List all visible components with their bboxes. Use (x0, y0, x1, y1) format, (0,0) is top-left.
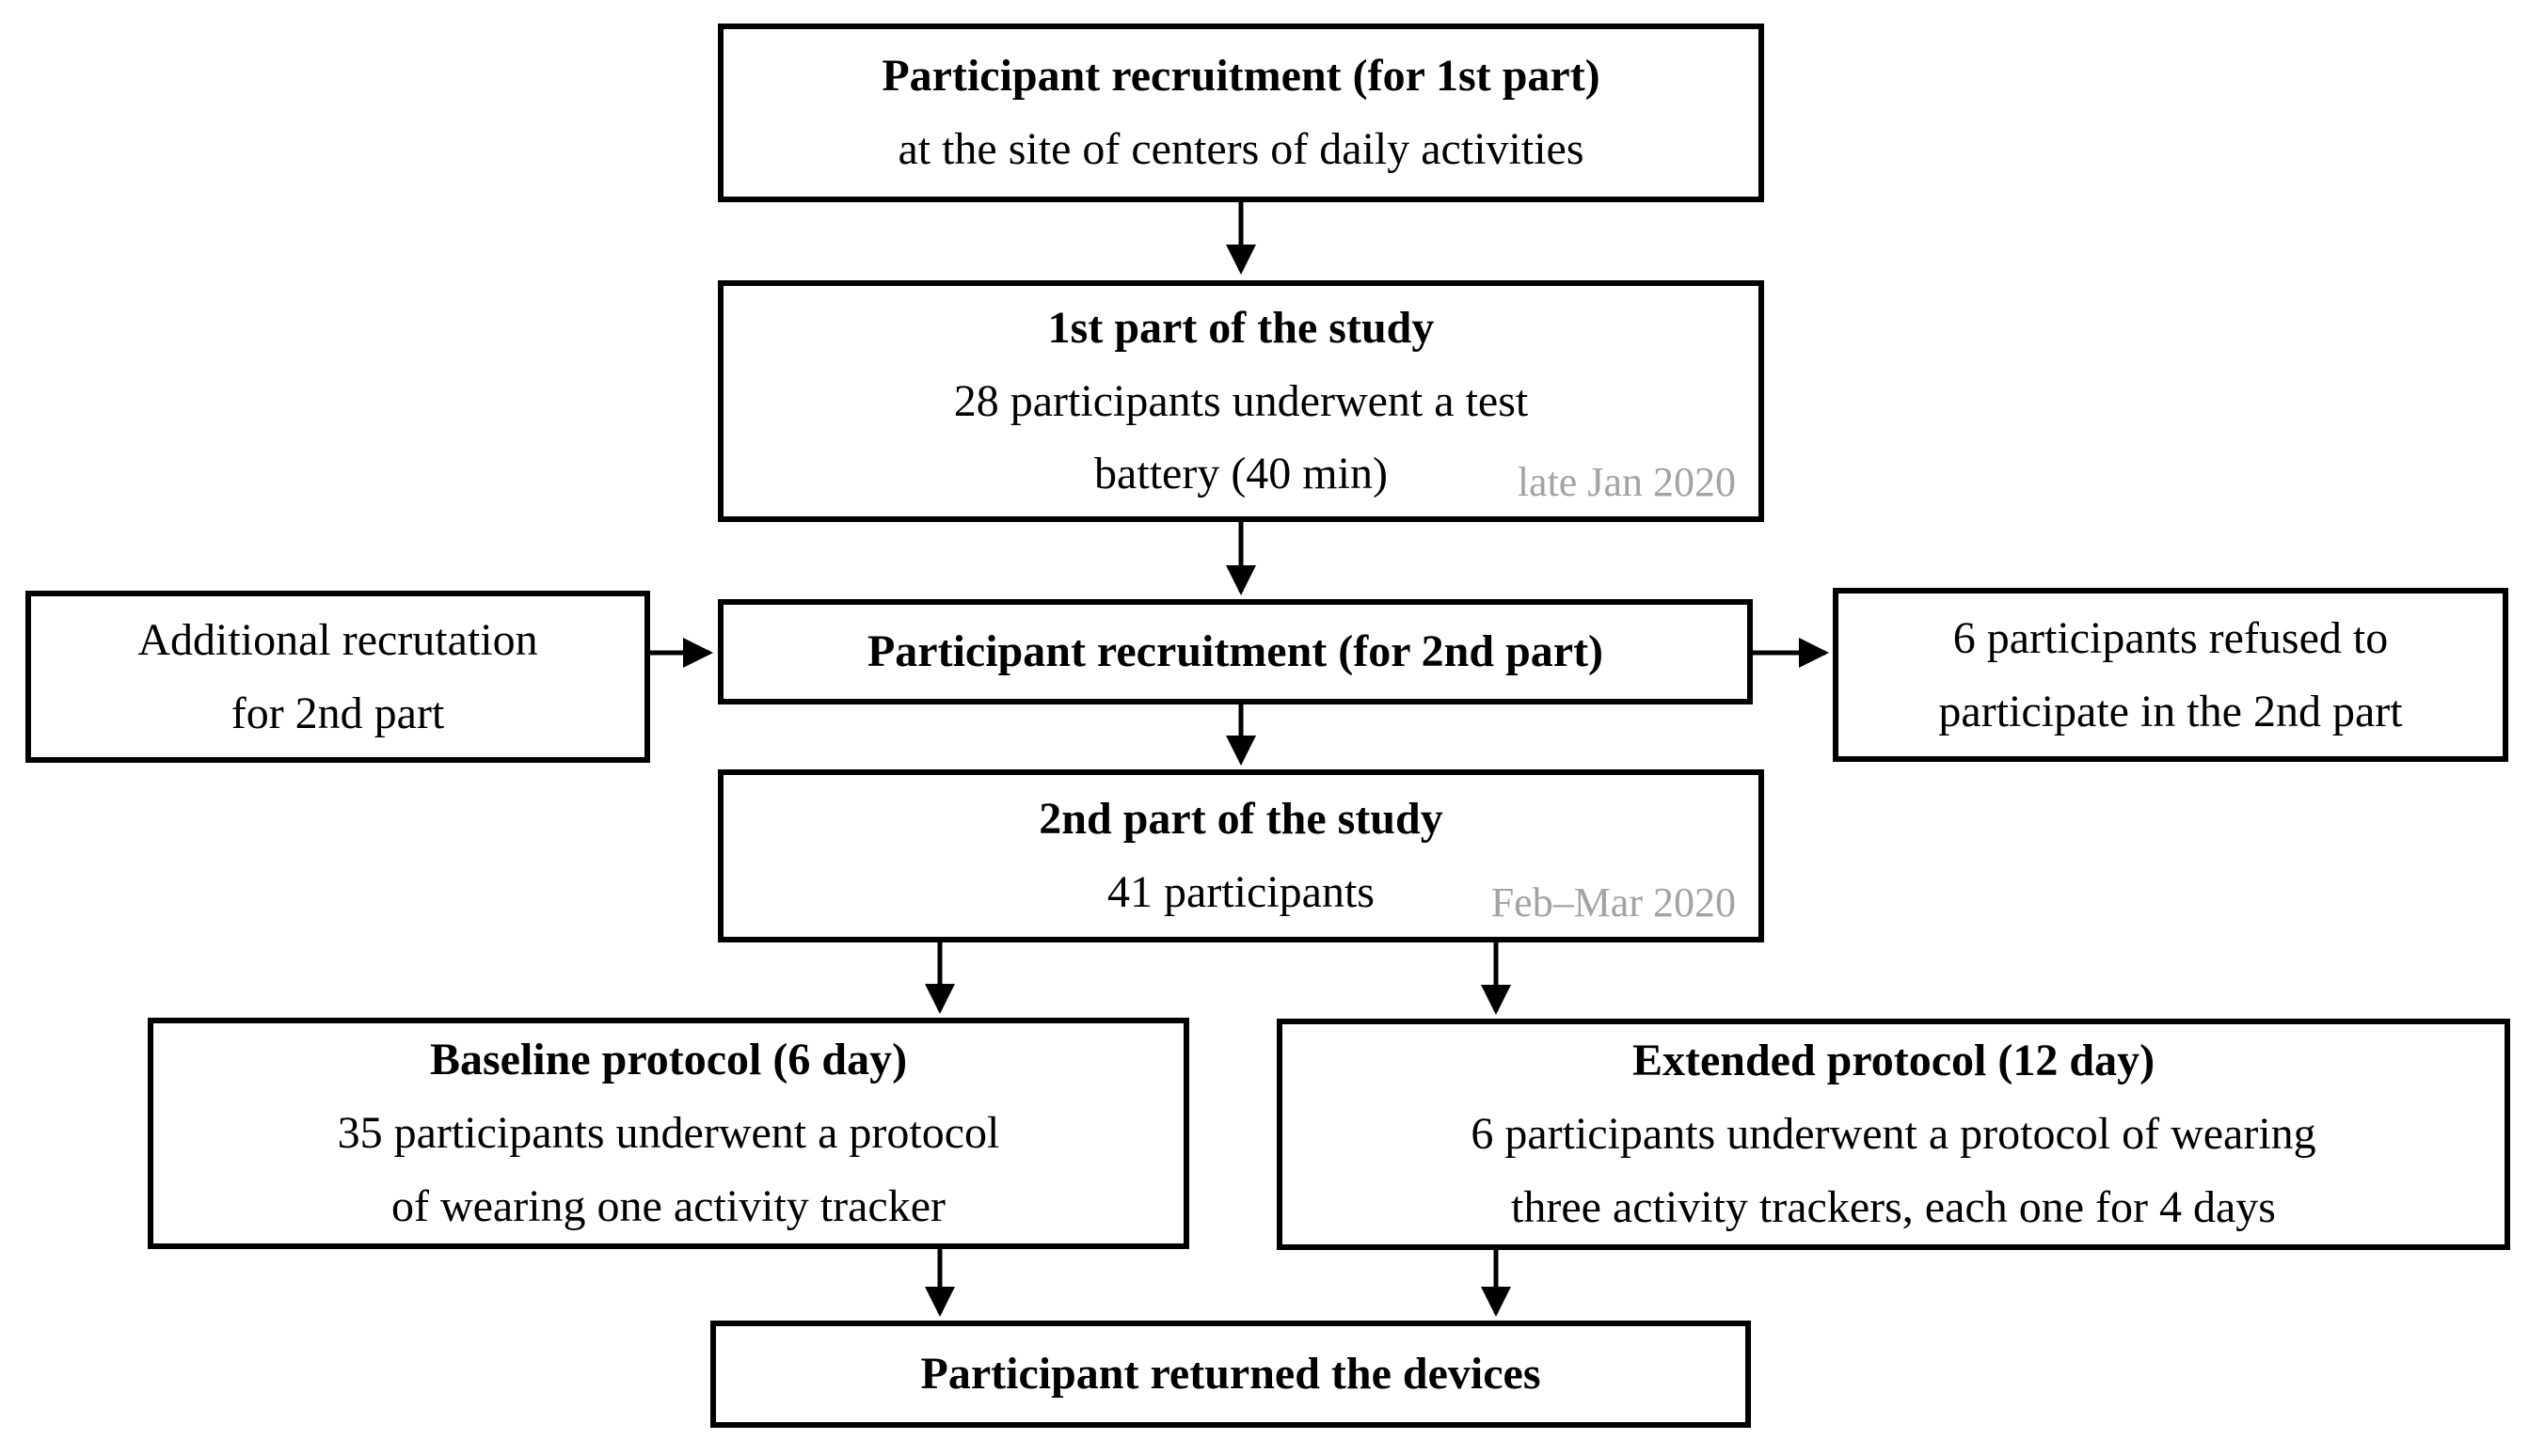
node-line: Additional recrutation (137, 614, 538, 665)
node-title: Extended protocol (12 day) (1631, 1036, 2155, 1086)
node-extended-protocol: Extended protocol (12 day) 6 participant… (1277, 1019, 2510, 1250)
node-line: 6 participants underwent a protocol of w… (1471, 1109, 2316, 1160)
node-line: 28 participants underwent a test (953, 375, 1529, 426)
date-annotation: Feb–Mar 2020 (1490, 879, 1736, 926)
node-title: 2nd part of the study (1039, 794, 1443, 845)
node-baseline-protocol: Baseline protocol (6 day) 35 participant… (148, 1018, 1189, 1249)
node-line: 35 participants underwent a protocol (337, 1108, 1000, 1159)
node-2nd-part-of-study: 2nd part of the study 41 participants Fe… (718, 769, 1764, 942)
node-additional-recruitment: Additional recrutation for 2nd part (25, 591, 650, 763)
node-devices-returned: Participant returned the devices (710, 1321, 1751, 1428)
node-line: three activity trackers, each one for 4 … (1511, 1181, 2276, 1232)
node-line: participate in the 2nd part (1938, 686, 2403, 736)
node-line: 41 participants (1107, 867, 1375, 917)
node-recruitment-1st-part: Participant recruitment (for 1st part) a… (718, 24, 1764, 202)
node-line: of wearing one activity tracker (390, 1180, 946, 1231)
node-title: Participant recruitment (for 1st part) (882, 51, 1600, 102)
node-title: Participant recruitment (for 2nd part) (867, 626, 1604, 677)
date-annotation: late Jan 2020 (1517, 459, 1736, 505)
node-1st-part-of-study: 1st part of the study 28 participants un… (718, 280, 1764, 522)
node-participants-refused: 6 participants refused to participate in… (1833, 588, 2508, 762)
node-line: at the site of centers of daily activiti… (898, 124, 1584, 174)
node-title: Baseline protocol (6 day) (429, 1035, 908, 1085)
node-title: 1st part of the study (1047, 302, 1435, 353)
node-line: battery (40 min) (1094, 449, 1388, 499)
node-line: for 2nd part (231, 688, 445, 738)
node-title: Participant returned the devices (920, 1349, 1541, 1400)
node-recruitment-2nd-part: Participant recruitment (for 2nd part) (718, 599, 1753, 704)
node-line: 6 participants refused to (1952, 612, 2389, 663)
